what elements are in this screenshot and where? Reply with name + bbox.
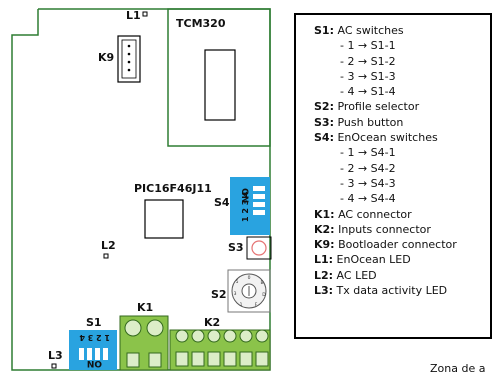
legend-text: Profile selector xyxy=(333,100,420,114)
legend-text: - 4 → S1-4 xyxy=(340,85,396,99)
legend-key: K1: xyxy=(314,207,335,221)
s1-numbers: 1 2 3 4 xyxy=(79,333,110,342)
l2-label: L2 xyxy=(101,239,116,252)
legend-text: - 2 → S1-2 xyxy=(340,54,396,68)
legend-text: Bootloader connector xyxy=(334,238,457,252)
svg-text:0: 0 xyxy=(248,275,251,281)
legend-row: K9: Bootloader connector xyxy=(314,237,490,252)
legend-row: S4: EnOcean switches xyxy=(314,130,490,145)
k2-label: K2 xyxy=(204,316,221,329)
legend-text: EnOcean LED xyxy=(333,253,411,267)
legend-row: S2: Profile selector xyxy=(314,99,490,114)
svg-text:5: 5 xyxy=(236,279,239,285)
footer-text: Zona de a xyxy=(430,362,486,375)
l3-led xyxy=(51,363,57,369)
legend-text: - 2 → S4-2 xyxy=(340,161,396,175)
legend-row: L3: Tx data activity LED xyxy=(314,283,490,298)
legend-text: EnOcean switches xyxy=(333,131,438,145)
s3-push-button xyxy=(246,236,272,260)
legend-row: K1: AC connector xyxy=(314,207,490,222)
legend-row: - 4 → S4-4 xyxy=(314,191,490,206)
legend-text: - 3 → S1-3 xyxy=(340,69,396,83)
k9-label: K9 xyxy=(98,51,115,64)
legend-box: S1: AC switches- 1 → S1-1- 2 → S1-2- 3 →… xyxy=(294,13,492,339)
legend-key: K2: xyxy=(314,222,335,236)
legend-text: Tx data activity LED xyxy=(333,284,448,298)
k9-connector xyxy=(117,35,141,83)
legend-key: K9: xyxy=(314,238,335,252)
svg-text:D: D xyxy=(262,292,266,298)
legend-text: Inputs connector xyxy=(334,222,431,236)
l2-led xyxy=(103,253,109,259)
s1-on-label: ON xyxy=(86,358,102,368)
svg-text:3: 3 xyxy=(234,291,237,297)
legend-row: - 2 → S4-2 xyxy=(314,161,490,176)
legend-key: L1: xyxy=(314,253,334,267)
legend-row: K2: Inputs connector xyxy=(314,222,490,237)
legend-text: - 1 → S4-1 xyxy=(340,146,396,160)
legend-key: S4: xyxy=(314,131,334,145)
s4-label: S4 xyxy=(214,196,230,209)
legend-key: S3: xyxy=(314,115,334,129)
tcm320-module xyxy=(167,8,271,147)
legend-text: AC connector xyxy=(334,207,412,221)
legend-row: L2: AC LED xyxy=(314,268,490,283)
legend-row: - 3 → S4-3 xyxy=(314,176,490,191)
legend-row: S1: AC switches xyxy=(314,23,490,38)
tcm320-label: TCM320 xyxy=(176,17,226,30)
pic-label: PIC16F46J11 xyxy=(134,182,212,195)
legend-row: - 1 → S1-1 xyxy=(314,38,490,53)
legend-text: AC LED xyxy=(333,268,377,282)
legend-text: - 1 → S1-1 xyxy=(340,39,396,53)
s3-label: S3 xyxy=(228,241,244,254)
l3-label: L3 xyxy=(48,349,63,362)
legend-row: - 1 → S4-1 xyxy=(314,145,490,160)
svg-text:B: B xyxy=(260,280,263,286)
legend-row: - 3 → S1-3 xyxy=(314,69,490,84)
tcm320-chip xyxy=(204,49,236,121)
pic-chip xyxy=(144,199,184,239)
legend-text: Push button xyxy=(333,115,404,129)
legend-row: - 2 → S1-2 xyxy=(314,54,490,69)
s1-dip-switch xyxy=(69,330,117,370)
k1-label: K1 xyxy=(137,301,154,314)
legend-row: - 4 → S1-4 xyxy=(314,84,490,99)
svg-text:F: F xyxy=(255,302,258,308)
legend-text: - 3 → S4-3 xyxy=(340,176,396,190)
legend-key: S2: xyxy=(314,100,334,114)
legend-key: L3: xyxy=(314,284,334,298)
s1-label: S1 xyxy=(86,316,102,329)
legend-text: - 4 → S4-4 xyxy=(340,192,396,206)
l1-label: L1 xyxy=(126,9,141,22)
s2-profile-selector xyxy=(227,269,271,313)
legend-key: L2: xyxy=(314,268,334,282)
s2-label: S2 xyxy=(211,288,227,301)
svg-text:1: 1 xyxy=(240,302,243,308)
legend-key: S1: xyxy=(314,24,334,37)
legend-row: S3: Push button xyxy=(314,115,490,130)
l1-led xyxy=(142,11,148,17)
legend-row: L1: EnOcean LED xyxy=(314,252,490,267)
s4-numbers: 1 2 3 4 xyxy=(241,191,250,222)
legend-text: AC switches xyxy=(333,24,404,37)
